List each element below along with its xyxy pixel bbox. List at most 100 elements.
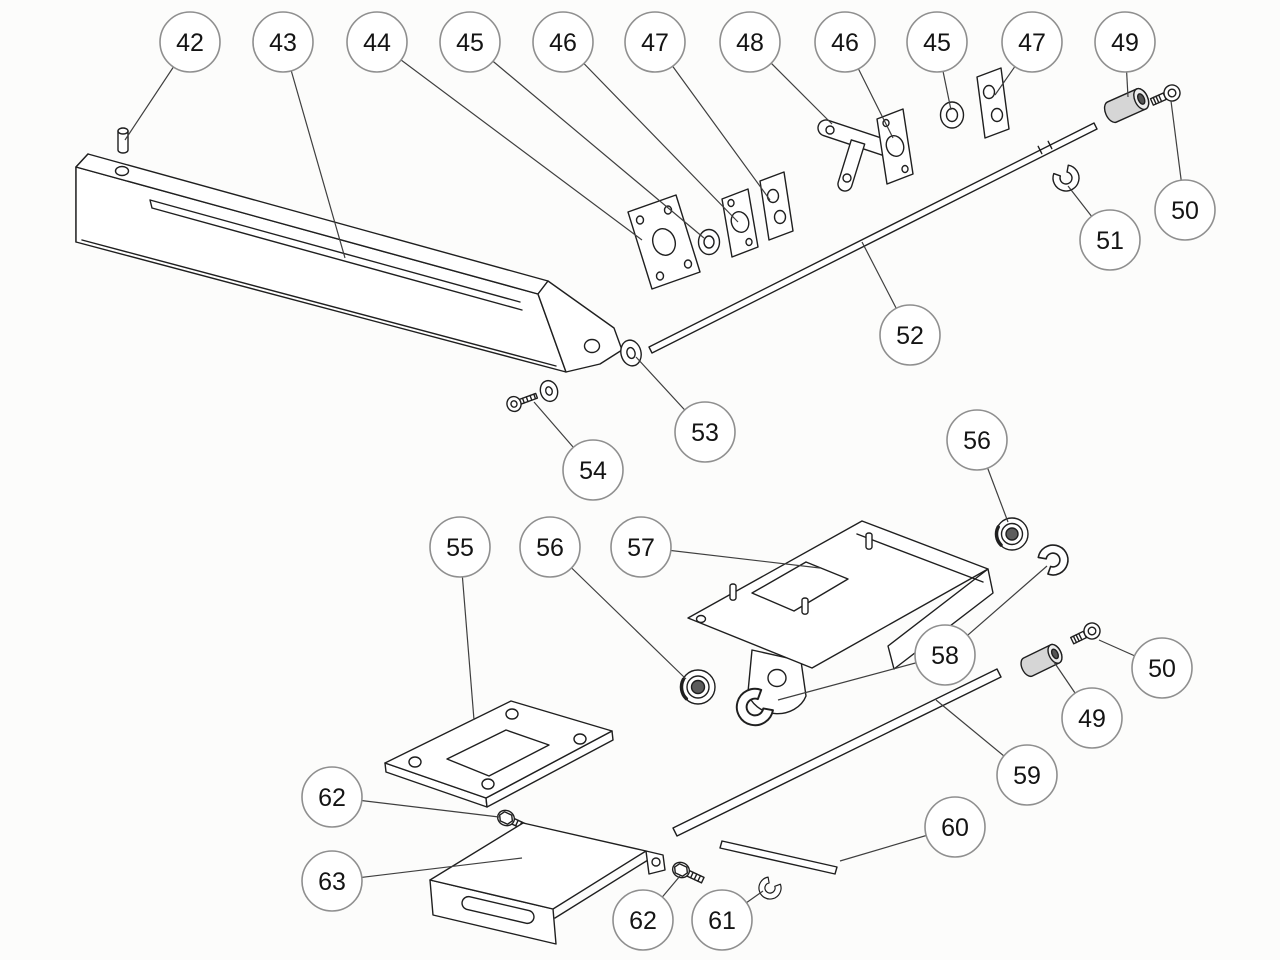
callout-62b: 62 [612,889,674,951]
leader-line-44 [376,41,643,241]
part-46-bearing-plate-right [876,108,914,185]
part-57-mount-bracket [687,520,994,715]
callout-circle-57 [610,516,672,578]
callout-number-47b: 47 [1018,29,1046,57]
callout-circle-58 [914,624,976,686]
callout-49a: 49 [1094,11,1156,73]
callout-circle-43 [252,11,314,73]
part-44-bearing-plate [627,194,701,290]
callout-number-57: 57 [627,534,655,562]
part-59-pivot-rod [672,668,1002,837]
part-56-roller-bushing-right [994,517,1029,551]
callout-circle-45b [906,11,968,73]
part-50-screw-upper [1149,84,1181,106]
callout-42: 42 [159,11,221,73]
callout-53: 53 [674,401,736,463]
part-49-bushing-upper [1103,87,1150,124]
leader-line-43 [282,41,346,259]
callout-number-50b: 50 [1148,655,1176,683]
callout-circle-46b [814,11,876,73]
callout-circle-47b [1001,11,1063,73]
leader-line-56b [549,546,687,680]
callout-circle-42 [159,11,221,73]
callout-circle-47a [624,11,686,73]
callout-46a: 46 [532,11,594,73]
callout-43: 43 [252,11,314,73]
callout-55: 55 [429,516,491,578]
callout-circle-54 [562,439,624,501]
callouts-layer: 42 43 44 45 46 47 48 46 45 47 49 50 51 52 53 54 56 55 56 57… [159,11,1216,951]
callout-54: 54 [562,439,624,501]
callout-number-49a: 49 [1111,29,1139,57]
callout-44: 44 [346,11,408,73]
callout-number-60: 60 [941,814,969,842]
callout-circle-61 [691,889,753,951]
callout-49b: 49 [1061,687,1123,749]
callout-circle-49a [1094,11,1156,73]
callout-circle-45a [439,11,501,73]
part-47-spacer-plate-right [976,67,1010,139]
part-51-e-clip [1049,162,1085,197]
part-62-flange-bolt-lower [671,861,705,884]
callout-circle-52 [879,304,941,366]
callout-58: 58 [914,624,976,686]
callout-number-46a: 46 [549,29,577,57]
part-47-spacer-plate-left [759,171,794,241]
callout-number-45a: 45 [456,29,484,57]
callout-47a: 47 [624,11,686,73]
callout-number-43: 43 [269,29,297,57]
callout-45a: 45 [439,11,501,73]
callout-number-55: 55 [446,534,474,562]
part-56-roller-bushing-left [679,669,716,705]
callout-circle-56b [519,516,581,578]
callout-number-61: 61 [708,907,736,935]
callout-circle-56a [946,409,1008,471]
parts-layer [75,67,1181,945]
callout-number-51: 51 [1096,227,1124,255]
callout-50a: 50 [1154,179,1216,241]
callout-circle-46a [532,11,594,73]
callout-number-58: 58 [931,642,959,670]
callout-45b: 45 [906,11,968,73]
callout-number-59: 59 [1013,762,1041,790]
callout-circle-62a [301,766,363,828]
part-45-flange-nut-left [697,228,721,256]
callout-circle-48 [719,11,781,73]
callout-48: 48 [719,11,781,73]
callout-63: 63 [301,850,363,912]
part-58-e-clip-right [1034,538,1075,580]
callout-circle-59 [996,744,1058,806]
screw-body [506,392,539,413]
callout-number-42: 42 [176,29,204,57]
callout-number-63: 63 [318,868,346,896]
callout-number-62a: 62 [318,784,346,812]
callout-number-56b: 56 [536,534,564,562]
leader-line-47a [654,41,771,201]
callout-circle-50b [1131,637,1193,699]
leader-line-63 [331,857,523,882]
callout-57: 57 [610,516,672,578]
part-53-washer [620,339,642,367]
callout-number-49b: 49 [1078,705,1106,733]
callout-number-50a: 50 [1171,197,1199,225]
callout-46b: 46 [814,11,876,73]
callout-number-44: 44 [363,29,391,57]
callout-circle-53 [674,401,736,463]
callout-56a: 56 [946,409,1008,471]
callout-52: 52 [879,304,941,366]
callout-number-54: 54 [579,457,607,485]
callout-number-56a: 56 [963,427,991,455]
callout-number-46b: 46 [831,29,859,57]
callout-circle-63 [301,850,363,912]
callout-number-52: 52 [896,322,924,350]
leader-line-45a [469,41,705,239]
callout-circle-50a [1154,179,1216,241]
part-50-screw-lower [1069,622,1101,645]
callout-circle-51 [1079,209,1141,271]
part-60-cross-pin [719,840,838,875]
callout-number-53: 53 [691,419,719,447]
part-61-e-clip-small [754,874,785,904]
callout-50b: 50 [1131,637,1193,699]
